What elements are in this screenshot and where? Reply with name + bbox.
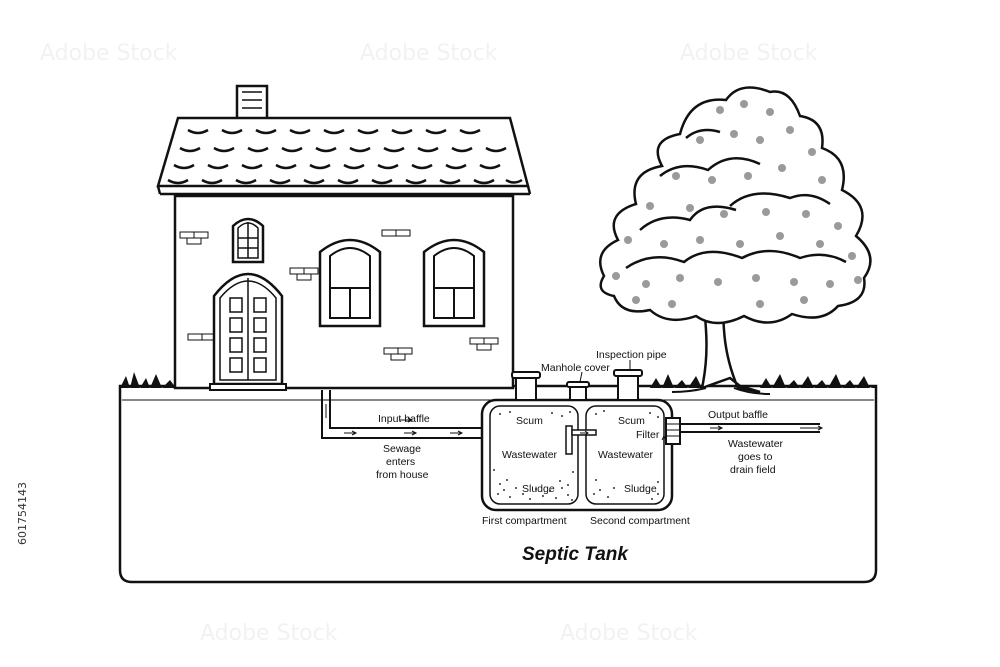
label-first-compartment: First compartment bbox=[482, 515, 567, 527]
second-compartment-chamber bbox=[585, 405, 665, 505]
label-sewage-3: from house bbox=[376, 469, 429, 481]
diagram-title: Septic Tank bbox=[522, 544, 629, 565]
inspection-pipe bbox=[617, 373, 639, 401]
labels: Input baffle Sewage enters from house Ma… bbox=[376, 349, 784, 565]
svg-text:Adobe Stock: Adobe Stock bbox=[680, 41, 818, 66]
svg-text:Adobe Stock: Adobe Stock bbox=[200, 621, 338, 646]
roof-shingles bbox=[167, 128, 523, 185]
house bbox=[156, 84, 532, 391]
leader-lines bbox=[579, 360, 631, 383]
wall-bricks bbox=[179, 229, 499, 361]
svg-text:Adobe Stock: Adobe Stock bbox=[40, 41, 178, 66]
septic-tank bbox=[480, 369, 681, 512]
label-out-2: goes to bbox=[738, 451, 773, 463]
label-out-1: Wastewater bbox=[728, 438, 784, 450]
label-manhole-cover: Manhole cover bbox=[541, 362, 610, 374]
sludge-dots bbox=[493, 410, 659, 501]
roof bbox=[156, 116, 530, 188]
label-input-baffle: Input baffle bbox=[378, 413, 430, 425]
tree-canopy bbox=[599, 86, 872, 325]
grass-right bbox=[650, 374, 876, 388]
label-scum-2: Scum bbox=[618, 415, 645, 427]
label-sludge-2: Sludge bbox=[624, 483, 657, 495]
front-door bbox=[209, 272, 287, 391]
svg-text:Adobe Stock: Adobe Stock bbox=[360, 41, 498, 66]
label-output-baffle: Output baffle bbox=[708, 409, 768, 421]
label-wastewater-1: Wastewater bbox=[502, 449, 558, 461]
first-compartment-chamber bbox=[489, 405, 579, 505]
label-scum-1: Scum bbox=[516, 415, 543, 427]
manhole-riser-1 bbox=[515, 375, 537, 401]
attic-window bbox=[231, 217, 265, 264]
watermark: Adobe Stock Adobe Stock Adobe Stock Adob… bbox=[40, 41, 818, 646]
window-left bbox=[318, 238, 382, 328]
window-right bbox=[422, 238, 486, 328]
output-pipe bbox=[680, 423, 824, 433]
label-wastewater-2: Wastewater bbox=[598, 449, 654, 461]
svg-text:Adobe Stock: Adobe Stock bbox=[560, 621, 698, 646]
label-sludge-1: Sludge bbox=[522, 483, 555, 495]
transfer-pipe bbox=[565, 425, 597, 455]
chimney bbox=[235, 84, 269, 122]
tree bbox=[599, 86, 872, 395]
label-sewage-1: Sewage bbox=[383, 443, 421, 455]
label-inspection-pipe: Inspection pipe bbox=[596, 349, 667, 361]
manhole-cover bbox=[569, 385, 587, 401]
leaf-dots bbox=[612, 100, 862, 308]
label-second-compartment: Second compartment bbox=[590, 515, 690, 527]
label-filter: Filter bbox=[636, 429, 660, 441]
stock-id: 601754143 bbox=[16, 482, 29, 545]
label-out-3: drain field bbox=[730, 464, 776, 476]
label-sewage-2: enters bbox=[386, 456, 415, 468]
